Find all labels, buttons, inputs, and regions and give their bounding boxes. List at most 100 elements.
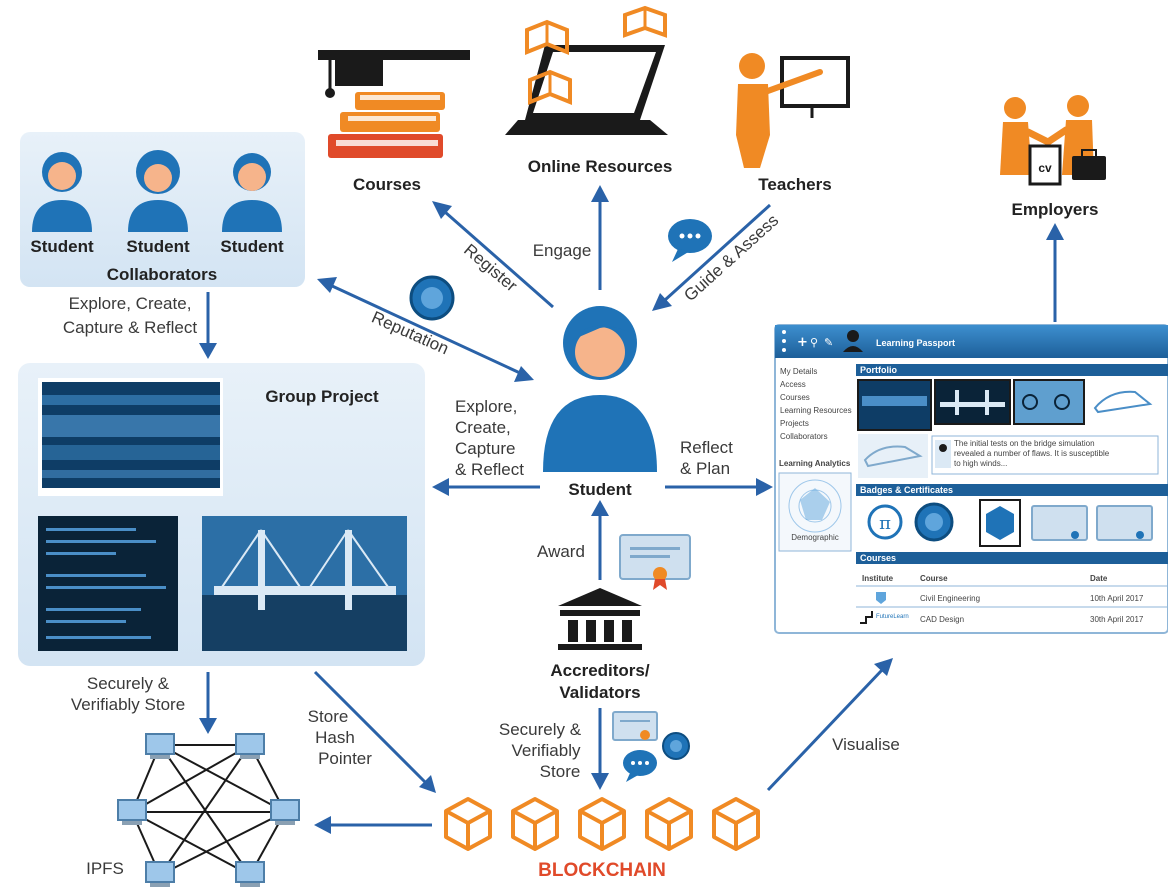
award-label: Award — [537, 542, 585, 561]
portfolio-thumbnail[interactable] — [934, 379, 1011, 425]
futurelearn-logo-text: FutureLearn — [876, 614, 909, 620]
courses-node: Courses — [318, 50, 470, 194]
open-book-icon — [525, 19, 569, 55]
accreditors-label-line1: Accreditors/ — [550, 661, 649, 680]
blockchain-cubes: BLOCKCHAIN — [444, 797, 760, 881]
lp-menu-item[interactable]: Courses — [780, 393, 810, 402]
visualise-label: Visualise — [832, 735, 900, 754]
course-col-header: Course — [920, 574, 948, 583]
accreditors-node: Accreditors/ Validators — [550, 588, 650, 702]
collaborator-student-label: Student — [126, 237, 190, 256]
lp-menu-item[interactable]: Collaborators — [780, 432, 828, 441]
block-cube-icon — [444, 797, 492, 851]
portfolio-thumbnail[interactable] — [1013, 379, 1085, 425]
arrow-reputation — [329, 283, 521, 375]
open-book-icon — [623, 5, 667, 38]
collaborator-student-label: Student — [220, 237, 284, 256]
problem-solving-badge-icon[interactable] — [979, 499, 1021, 547]
portfolio-thumbnail[interactable] — [857, 379, 932, 431]
learning-passport-panel: + ⚲ ✎ Learning Passport My Details Acces… — [774, 324, 1168, 634]
lp-courses-header-bar — [856, 552, 1168, 564]
portfolio-thumbnail[interactable] — [1088, 380, 1158, 424]
table-row[interactable]: FutureLearn CAD Design 30th April 2017 — [860, 611, 1144, 624]
lp-sidebar: My Details Access Courses Learning Resou… — [778, 367, 852, 552]
student-explore-label: Capture — [455, 439, 515, 458]
collaborator-student-label: Student — [30, 237, 94, 256]
store-hash-label: Hash — [315, 728, 355, 747]
course-date: 10th April 2017 — [1090, 594, 1144, 603]
block-cube-icon — [712, 797, 760, 851]
courses-label: Courses — [353, 175, 421, 194]
speech-bubble-icon — [623, 750, 657, 782]
books-icon — [328, 92, 445, 158]
certificate-badge-icon[interactable] — [1031, 505, 1088, 541]
blockchain-label: BLOCKCHAIN — [538, 860, 666, 881]
graduation-cap-icon — [318, 50, 470, 98]
comment-line: to high winds... — [954, 459, 1007, 468]
lp-menu-item[interactable]: Learning Resources — [780, 406, 852, 415]
central-student-node: Student — [543, 306, 657, 499]
teachers-node: Teachers — [736, 53, 850, 194]
collaborators-panel: Student Student Student Collaborators — [20, 132, 305, 287]
lp-analytics-caption: Demographic — [791, 533, 839, 542]
comment-line: revealed a number of flaws. It is suscep… — [954, 449, 1110, 458]
collaborator-student-2: Student — [126, 150, 190, 256]
certificate-icon — [619, 534, 691, 590]
lp-portfolio-title: Portfolio — [860, 365, 897, 375]
collaborators-title: Collaborators — [107, 265, 218, 284]
lp-badges-header-bar — [856, 484, 1168, 496]
teachers-label: Teachers — [758, 175, 831, 194]
online-resources-label: Online Resources — [528, 157, 673, 176]
student-explore-label: Create, — [455, 418, 511, 437]
secure-store-left-label: Securely & — [87, 674, 170, 693]
digital-leader-badge-icon[interactable] — [914, 502, 954, 542]
teacher-icon — [736, 53, 850, 168]
arrow-register — [444, 210, 554, 309]
accreditors-label-line2: Validators — [559, 683, 640, 702]
secure-store-center-label: Securely & — [499, 720, 582, 739]
certificate-badge-icon[interactable] — [1096, 505, 1153, 541]
secure-store-left-label: Verifiably Store — [71, 695, 185, 714]
arrow-visualise — [766, 668, 884, 792]
course-name: Civil Engineering — [920, 594, 980, 603]
table-row[interactable]: Civil Engineering 10th April 2017 — [876, 592, 1144, 604]
collaborator-student-1: Student — [30, 152, 94, 256]
avatar — [843, 330, 863, 352]
portfolio-thumbnail[interactable] — [858, 434, 928, 478]
ipfs-network: IPFS — [86, 733, 300, 887]
register-label: Register — [460, 240, 521, 295]
lp-menu-item[interactable]: Access — [780, 380, 806, 389]
digital-leader-badge-icon — [662, 732, 690, 760]
handshake-icon — [1000, 95, 1094, 175]
student-label: Student — [568, 480, 632, 499]
menu-dots-icon — [782, 330, 786, 352]
student-explore-label: & Reflect — [455, 460, 524, 479]
course-col-header: Institute — [862, 574, 894, 583]
reflect-plan-label: Reflect — [680, 438, 733, 457]
code-screenshot-image — [38, 516, 178, 651]
lp-courses-title: Courses — [860, 553, 896, 563]
lp-portfolio-header-bar — [856, 364, 1168, 376]
lp-analytics-title: Learning Analytics — [779, 459, 851, 468]
briefcase-icon — [1072, 149, 1106, 180]
group-project-panel: Group Project — [18, 363, 425, 666]
store-hash-label: Pointer — [318, 749, 372, 768]
pi-badge-icon[interactable]: π — [862, 502, 908, 544]
learning-passport-title: Learning Passport — [876, 338, 955, 348]
portfolio-comment: The initial tests on the bridge simulati… — [931, 435, 1159, 475]
lp-menu-item[interactable]: Projects — [780, 419, 809, 428]
computer-node-icon — [117, 799, 147, 825]
certificate-icon — [612, 711, 658, 741]
course-date: 30th April 2017 — [1090, 615, 1144, 624]
secure-store-center-label: Verifiably — [512, 741, 581, 760]
ipfs-label: IPFS — [86, 859, 124, 878]
open-book-icon — [528, 69, 572, 105]
online-resources-node: Online Resources — [505, 5, 673, 176]
comment-line: The initial tests on the bridge simulati… — [954, 439, 1095, 448]
futurelearn-logo: FutureLearn — [860, 611, 909, 624]
lp-menu-item[interactable]: My Details — [780, 367, 817, 376]
spectrogram-chart-image — [38, 378, 223, 496]
store-hash-label: Store — [308, 707, 349, 726]
speech-bubble-icon — [668, 219, 712, 262]
